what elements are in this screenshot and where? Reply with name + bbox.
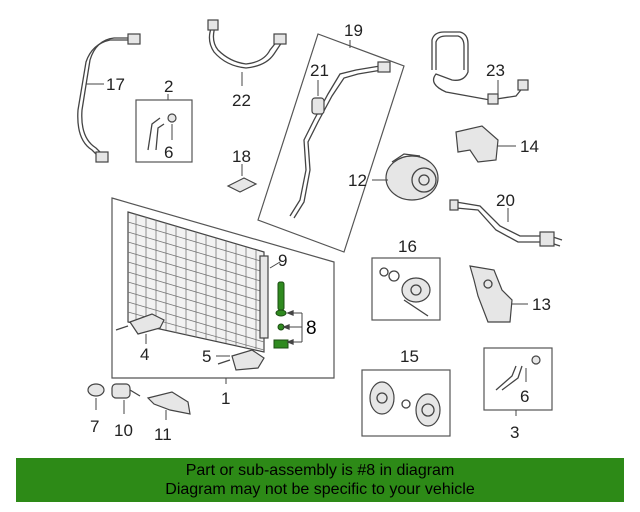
callout-13: 13 [532, 295, 551, 314]
part-2-valve [147, 113, 177, 151]
part-13-bracket[interactable] [469, 265, 513, 323]
part-1-box[interactable] [111, 197, 335, 379]
callout-12: 12 [348, 171, 367, 190]
callout-1: 1 [221, 389, 230, 408]
callout-20: 20 [496, 191, 515, 210]
callout-14: 14 [520, 137, 539, 156]
callout-7: 7 [90, 417, 99, 436]
part-4-bracket[interactable] [115, 313, 165, 335]
part-21-switch[interactable] [311, 97, 325, 115]
banner-line-1: Part or sub-assembly is #8 in diagram [185, 462, 455, 479]
part-22-hose[interactable] [207, 19, 287, 69]
callout-23: 23 [486, 61, 505, 80]
callout-6a: 6 [164, 143, 173, 162]
part-8-desiccant-kit[interactable] [273, 281, 289, 349]
callout-11: 11 [154, 425, 172, 444]
callout-4: 4 [140, 345, 149, 364]
part-11-bracket[interactable] [146, 391, 191, 415]
part-16-pulley [379, 267, 431, 317]
part-2-box[interactable] [135, 99, 193, 163]
condenser-grid [127, 214, 265, 351]
fitment-banner: Part or sub-assembly is #8 in diagram Di… [16, 458, 624, 502]
callout-10: 10 [114, 421, 133, 440]
part-7-cap[interactable] [87, 383, 105, 397]
part-19-pipe [289, 61, 391, 219]
part-5-bracket[interactable] [217, 349, 265, 371]
callout-5: 5 [202, 347, 211, 366]
part-19-box[interactable] [257, 33, 405, 253]
part-20-pipe[interactable] [449, 199, 563, 247]
part-12-compressor[interactable] [385, 153, 439, 201]
part-14-bracket[interactable] [455, 125, 499, 163]
callout-22: 22 [232, 91, 251, 110]
callout-3: 3 [510, 423, 519, 442]
part-16-box[interactable] [371, 257, 441, 321]
banner-line-2: Diagram may not be specific to your vehi… [165, 481, 475, 498]
part-8-cap [275, 309, 287, 317]
part-17-hose[interactable] [77, 33, 141, 163]
part-8-plug [273, 339, 289, 349]
part-23-hose[interactable] [431, 31, 529, 105]
callout-8: 8 [306, 318, 317, 339]
callout-17: 17 [106, 75, 125, 94]
part-3-valve [495, 355, 541, 391]
part-15-clutch [369, 381, 441, 427]
callout-15: 15 [400, 347, 419, 366]
callout-19: 19 [344, 21, 363, 40]
part-10-sensor[interactable] [111, 383, 141, 399]
callout-2: 2 [164, 77, 173, 96]
part-3-box[interactable] [483, 347, 553, 411]
part-18-clip[interactable] [226, 177, 258, 193]
part-15-box[interactable] [361, 369, 451, 437]
callout-21: 21 [310, 61, 329, 80]
callout-18: 18 [232, 147, 251, 166]
callout-9: 9 [278, 251, 287, 270]
part-9-condenser[interactable] [127, 211, 269, 353]
callout-16: 16 [398, 237, 417, 256]
part-8-drier-rod [277, 281, 285, 311]
callout-6b: 6 [520, 387, 529, 406]
